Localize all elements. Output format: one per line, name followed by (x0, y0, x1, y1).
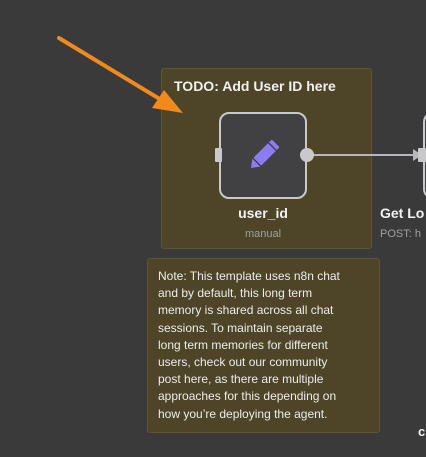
node-input-port[interactable] (215, 148, 222, 162)
next-node-input-port[interactable] (418, 148, 426, 162)
user-id-node[interactable] (219, 112, 307, 199)
sticky-note-title: TODO: Add User ID here (174, 78, 336, 94)
connection-arrowhead-icon (413, 149, 422, 161)
sticky-note-text: Note: This template uses n8n chat and by… (158, 269, 340, 421)
next-node-subtitle: POST: h (380, 228, 421, 240)
connection-line[interactable] (312, 154, 418, 156)
sticky-note-info[interactable]: Note: This template uses n8n chat and by… (147, 258, 380, 433)
node-subtitle: manual (244, 228, 282, 240)
pencil-icon (250, 139, 279, 168)
node-name: user_id (238, 205, 288, 221)
corner-label: c (418, 424, 426, 439)
next-node-name: Get Lo (380, 205, 425, 221)
node-output-port[interactable] (300, 148, 314, 162)
sticky-note-todo[interactable]: TODO: Add User ID here (161, 68, 372, 249)
